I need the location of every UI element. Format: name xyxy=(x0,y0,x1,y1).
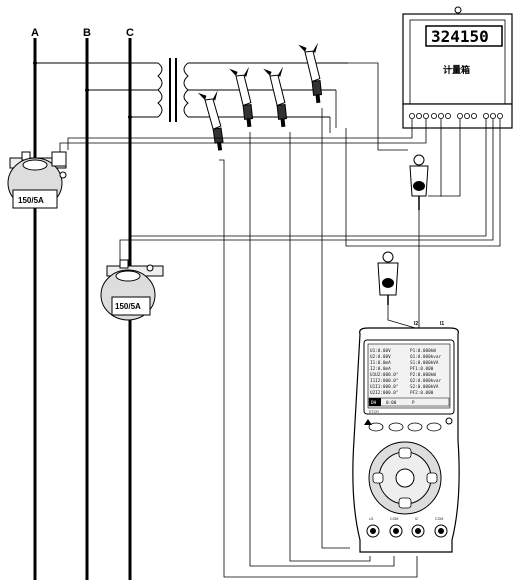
lcd-left-3: I2:0.0mA xyxy=(370,366,391,372)
port-label-2: I2 xyxy=(415,517,418,521)
voltage-clip-4 xyxy=(298,42,323,104)
port-label-3: COM xyxy=(435,517,443,521)
ct-phase-a: 150/5A xyxy=(7,151,67,209)
lcd-status-1: 0:00 xyxy=(386,400,397,406)
voltage-clip-1 xyxy=(197,90,224,151)
lcd-right-0: P1:0.000kW xyxy=(410,348,436,354)
meter-box-label: 计量箱 xyxy=(443,64,470,76)
ct-a-ratio: 150/5A xyxy=(18,196,44,205)
energy-meter: 324150 计量箱 xyxy=(402,6,513,129)
lcd-right-2: S1:0.000kVA xyxy=(410,360,439,366)
navigation-pad xyxy=(368,441,442,515)
lcd-status-0: DH xyxy=(371,400,377,406)
phase-b-label: B xyxy=(83,27,91,39)
voltage-test-leads xyxy=(219,108,418,578)
lcd-left-2: I1:0.0mA xyxy=(370,360,391,366)
lcd-right-4: P2:0.000kW xyxy=(410,372,436,378)
lcd-left-4: U1U2:000.0° xyxy=(370,372,398,378)
lcd-right-5: Q2:0.000kvar xyxy=(410,378,441,384)
port-label-1: COM xyxy=(390,517,398,521)
lcd-left-0: U1:0.00V xyxy=(370,348,391,354)
brand-label: ETCR xyxy=(369,410,379,414)
lcd-right-3: PF1:0.000 xyxy=(410,366,434,372)
phase-analyzer: U1:0.00V U2:0.00V I1:0.0mA I2:0.0mA U1U2… xyxy=(352,327,460,553)
lcd-left-1: U2:0.00V xyxy=(370,354,391,360)
ct-c-ratio: 150/5A xyxy=(115,302,141,311)
meter-reading: 324150 xyxy=(431,27,489,46)
lcd-left-5: I1I2:000.0° xyxy=(370,378,398,384)
phase-c-label: C xyxy=(126,27,134,39)
meter-wiring xyxy=(59,62,501,270)
voltage-transformer xyxy=(33,58,348,122)
lcd-right-7: PF2:0.000 xyxy=(410,390,434,396)
voltage-clip-3 xyxy=(263,66,288,128)
input-ports xyxy=(366,524,448,538)
voltage-clip-2 xyxy=(229,66,254,128)
lcd-status-2: P xyxy=(412,400,415,406)
lcd-left-6: U1I1:000.0° xyxy=(370,384,398,390)
lead-i2-label: I2 xyxy=(414,321,418,327)
lcd-left-7: U2I2:000.0° xyxy=(370,390,398,396)
clamp-probe-2 xyxy=(377,251,399,305)
phase-a-label: A xyxy=(31,27,39,39)
lead-i1-label: I1 xyxy=(440,321,444,327)
lcd-right-6: S2:0.000kVA xyxy=(410,384,439,390)
clamp-probe-1 xyxy=(409,154,429,210)
port-label-0: U1 xyxy=(369,517,374,521)
lcd-right-1: Q1:0.000kvar xyxy=(410,354,441,360)
ct-phase-c: 150/5A xyxy=(100,259,164,321)
function-keys xyxy=(368,422,442,432)
